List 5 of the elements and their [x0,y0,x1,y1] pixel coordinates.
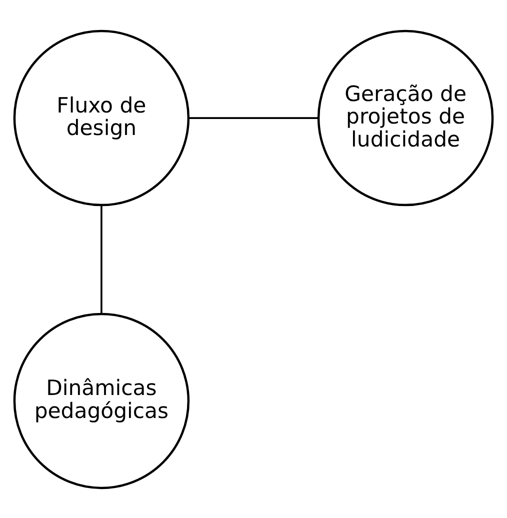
node-circle: Geração de projetos de ludicidade [317,29,494,206]
connector [188,116,318,118]
node-circle: Fluxo de design [13,29,190,206]
node-circle: Dinâmicas pedagógicas [13,312,190,489]
connector [100,204,102,313]
